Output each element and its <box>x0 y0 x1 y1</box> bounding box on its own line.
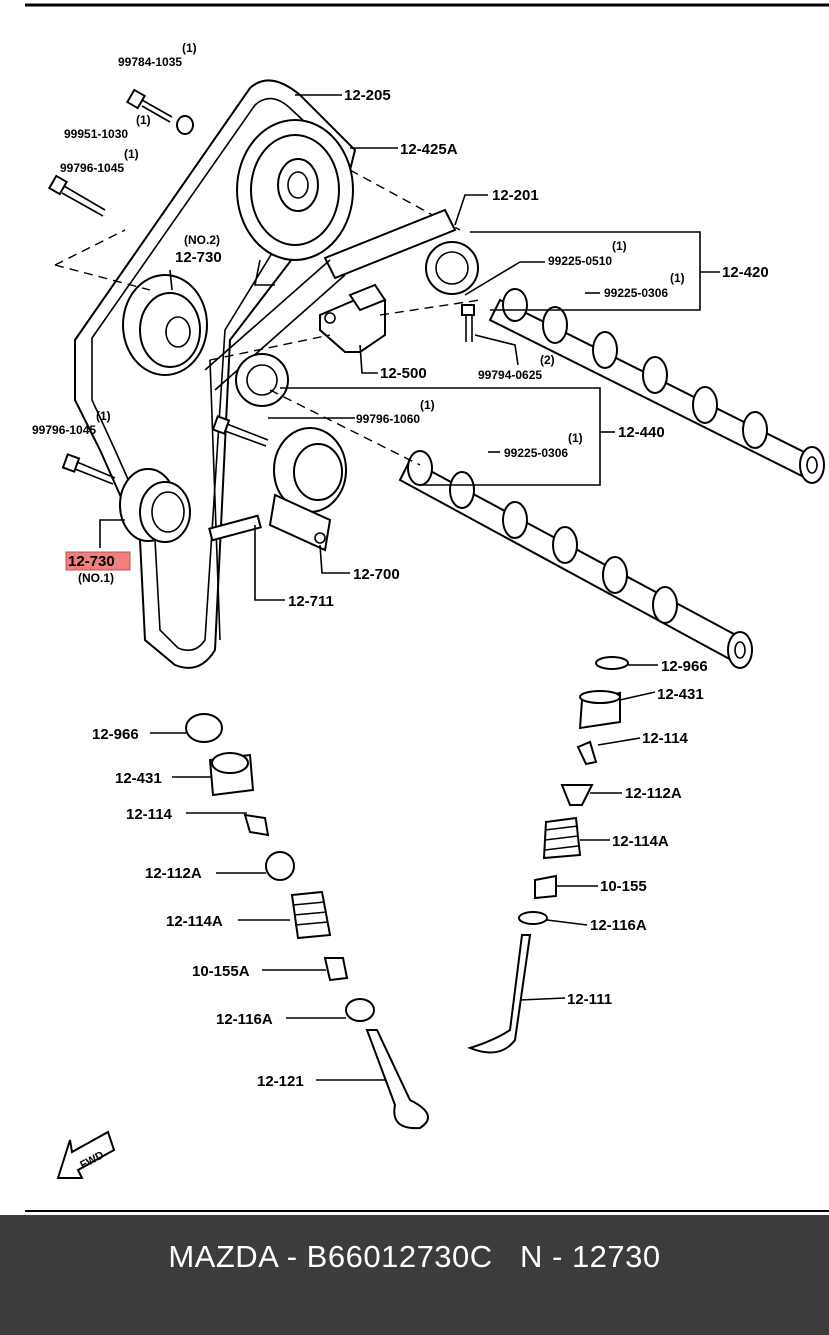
label-99796-1045-top-qty: (1) <box>124 147 139 161</box>
idler-pulley-no1 <box>119 468 191 543</box>
label-99784-1035-qty: (1) <box>182 41 197 55</box>
label-12-711: 12-711 <box>288 593 334 610</box>
label-12-111: 12-111 <box>567 991 612 1008</box>
label-12-116a-right: 12-116A <box>590 917 647 934</box>
label-12-112a-left: 12-112A <box>145 865 202 882</box>
label-99796-1060-qty: (1) <box>420 398 435 412</box>
label-99225-0510: 99225-0510 <box>548 254 612 268</box>
fwd-arrow-icon: FWD <box>56 1130 116 1179</box>
label-12-730-no2-sub: (NO.2) <box>184 233 220 247</box>
footer-bar: MAZDA - B66012730C N - 12730 <box>0 1215 829 1335</box>
label-12-700: 12-700 <box>353 566 400 583</box>
label-12-431-left: 12-431 <box>115 770 162 787</box>
highlight-box <box>65 551 131 571</box>
label-12-966-left: 12-966 <box>92 726 139 743</box>
label-12-112a-right: 12-112A <box>625 785 682 802</box>
label-12-730-no1: 12-730 <box>68 553 115 570</box>
label-99225-0306-mid-qty: (1) <box>568 431 583 445</box>
idler-pulley-no2 <box>122 259 275 376</box>
reference-lines <box>54 229 481 466</box>
exploded-view: FWD <box>25 3 829 1212</box>
label-99225-0306-top-qty: (1) <box>670 271 685 285</box>
chain-tensioner <box>319 283 387 353</box>
label-99796-1060: 99796-1060 <box>356 412 420 426</box>
label-12-121: 12-121 <box>257 1073 304 1090</box>
label-99794-0625: 99794-0625 <box>478 368 542 382</box>
label-99794-0625-qty: (2) <box>540 353 555 367</box>
cam-sprocket-upper <box>425 241 479 295</box>
bolts <box>47 88 475 542</box>
label-12-116a-left: 12-116A <box>216 1011 273 1028</box>
label-99784-1035: 99784-1035 <box>118 55 182 69</box>
belt-tensioner <box>268 427 347 552</box>
label-99796-1045-left-qty: (1) <box>96 409 111 423</box>
label-12-440: 12-440 <box>618 424 665 441</box>
label-12-205: 12-205 <box>344 87 391 104</box>
leader-lines <box>99 94 720 1081</box>
cam-pulley <box>236 119 461 261</box>
label-99951-1030-qty: (1) <box>136 113 151 127</box>
label-99796-1045-left: 99796-1045 <box>32 423 96 437</box>
parts-diagram: FWD <box>25 3 829 1212</box>
part-number-caption: MAZDA - B66012730C N - 12730 <box>168 1239 661 1274</box>
label-12-500: 12-500 <box>380 365 427 382</box>
label-12-201: 12-201 <box>492 187 539 204</box>
label-12-425a: 12-425A <box>400 141 458 158</box>
right-valve-train <box>467 656 629 1054</box>
part-labels: (1) 99784-1035 (1) 99951-1030 (1) 99796-… <box>32 41 769 1090</box>
label-12-114-right: 12-114 <box>642 730 689 747</box>
label-12-730-no1-sub: (NO.1) <box>78 571 114 585</box>
exhaust-camshaft <box>398 450 753 669</box>
label-12-420: 12-420 <box>722 264 769 281</box>
label-99225-0306-top: 99225-0306 <box>604 286 668 300</box>
label-99225-0510-qty: (1) <box>612 239 627 253</box>
label-12-114-left: 12-114 <box>126 806 173 823</box>
label-12-114a-right: 12-114A <box>612 833 669 850</box>
label-10-155-right: 10-155 <box>600 878 647 895</box>
label-99796-1045-top: 99796-1045 <box>60 161 124 175</box>
label-12-431-right: 12-431 <box>657 686 704 703</box>
label-12-114a-left: 12-114A <box>166 913 223 930</box>
cam-sprocket-lower <box>235 353 289 407</box>
label-12-730-no2: 12-730 <box>175 249 222 266</box>
intake-camshaft <box>488 288 825 484</box>
label-10-155a-left: 10-155A <box>192 963 250 980</box>
label-99951-1030: 99951-1030 <box>64 127 128 141</box>
label-99225-0306-mid: 99225-0306 <box>504 446 568 460</box>
label-12-966-right: 12-966 <box>661 658 708 675</box>
left-valve-train <box>185 713 429 1130</box>
